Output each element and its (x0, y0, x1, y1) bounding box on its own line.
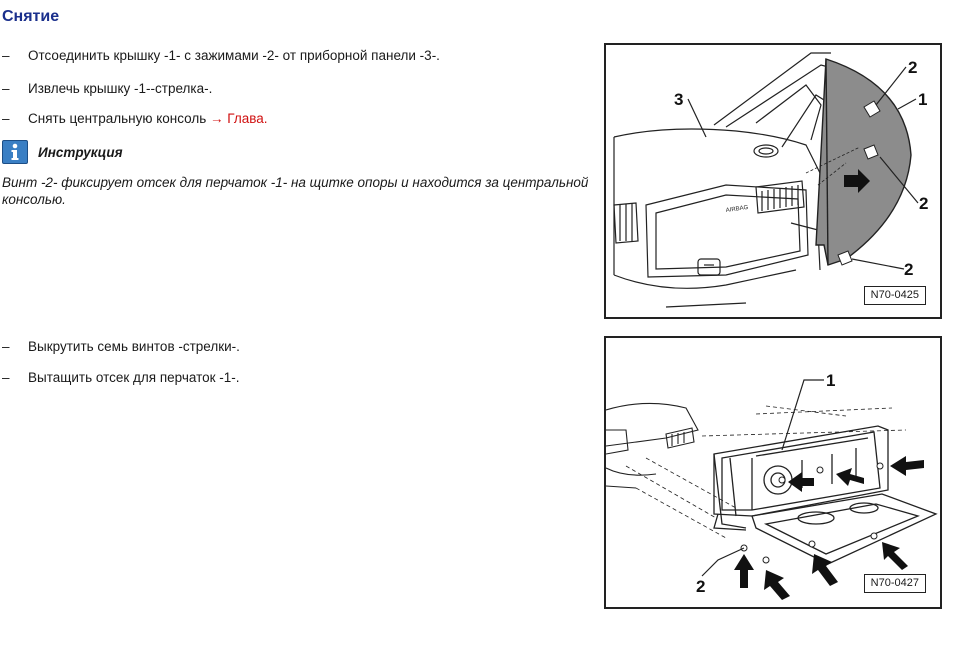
note-title: Инструкция (38, 144, 123, 160)
step-dash: – (2, 370, 10, 385)
step-2: – Извлечь крышку -1--стрелка-. (2, 80, 212, 97)
arrow-2 (836, 468, 864, 486)
callout-2: 2 (696, 577, 705, 596)
step-5: – Вытащить отсек для перчаток -1-. (2, 369, 240, 386)
note-text: Винт -2- фиксирует отсек для перчаток -1… (2, 175, 589, 207)
figure-glovebox: 1 2 N70-0427 (604, 336, 942, 609)
step-text: Вытащить отсек для перчаток -1-. (28, 370, 240, 385)
arrow-4 (734, 554, 754, 588)
figure-code: N70-0427 (863, 574, 926, 593)
figure-dashboard-cover: AIRBAG 3 2 1 2 2 N70-0425 (604, 43, 942, 319)
arrow-3 (890, 456, 924, 476)
step-dash: – (2, 111, 10, 126)
airbag-label: AIRBAG (725, 205, 749, 214)
callout-1: 1 (918, 90, 927, 109)
callout-2-middle: 2 (919, 194, 928, 213)
figure-code: N70-0425 (863, 286, 926, 305)
arrow-6 (812, 554, 838, 586)
callout-2-top: 2 (908, 58, 917, 77)
callout-1: 1 (826, 371, 835, 390)
callout-3: 3 (674, 90, 683, 109)
step-text: Отсоединить крышку -1- с зажимами -2- от… (28, 48, 440, 63)
step-dash: – (2, 81, 10, 96)
step-4: – Выкрутить семь винтов -стрелки-. (2, 338, 240, 355)
step-dash: – (2, 48, 10, 63)
dashboard-cover-illustration: AIRBAG 3 2 1 2 2 (613, 52, 928, 308)
arrow-7 (882, 542, 908, 570)
step-text: Снять центральную консоль (28, 111, 211, 126)
section-title: Снятие (2, 8, 60, 25)
step-3: – Снять центральную консоль → Глава. (2, 110, 267, 127)
info-icon (2, 140, 28, 164)
step-text: Извлечь крышку -1--стрелка-. (28, 81, 213, 96)
arrow-1 (788, 472, 814, 492)
note-header: Инструкция (2, 140, 123, 164)
chapter-link[interactable]: → Глава. (210, 111, 268, 126)
step-1: – Отсоединить крышку -1- с зажимами -2- о… (2, 47, 440, 64)
callout-2-bottom: 2 (904, 260, 913, 279)
arrow-5 (764, 570, 790, 600)
glovebox-illustration: 1 2 (606, 371, 938, 600)
step-text: Выкрутить семь винтов -стрелки-. (28, 339, 240, 354)
step-dash: – (2, 339, 10, 354)
